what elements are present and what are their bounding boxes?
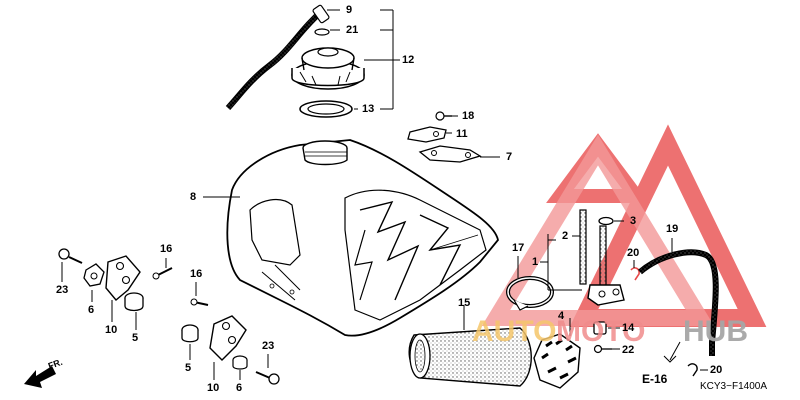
bolt-part-23-left: [58, 248, 83, 264]
screw-part-22: [593, 344, 612, 354]
bolt-part-23-right: [255, 371, 280, 385]
triangle-logo-icon: [481, 124, 767, 327]
o-ring-part-3: [598, 216, 614, 226]
strainer-part-4: [533, 333, 581, 389]
fuel-cock-part-1: [579, 209, 625, 306]
callout-8: 8: [190, 191, 197, 203]
plate-part-11: [407, 126, 447, 143]
diagram-code: KCY3−F1400A: [700, 381, 767, 392]
callout-16-lower: 16: [190, 268, 203, 280]
callout-18: 18: [462, 110, 475, 122]
callout-23-left: 23: [56, 284, 69, 296]
callout-17: 17: [512, 242, 525, 254]
callout-10-right: 10: [207, 382, 220, 394]
watermark-part-3: HUB: [683, 315, 748, 348]
callout-11: 11: [456, 128, 468, 140]
bracket-part-10-right: [209, 315, 247, 361]
callout-3: 3: [630, 215, 637, 227]
bracket-part-10-left: [105, 255, 141, 301]
collar-part-6-right: [232, 355, 248, 370]
rubber-part-5-right: [181, 324, 199, 343]
callout-20-lower: 20: [710, 364, 723, 376]
callout-19: 19: [666, 223, 679, 235]
collar-part-6-left: [83, 263, 105, 287]
callout-6-left: 6: [88, 304, 95, 316]
callout-4: 4: [558, 310, 565, 322]
callout-16-upper: 16: [160, 243, 173, 255]
rubber-part-5-left: [124, 292, 144, 312]
seal-part-21: [314, 28, 330, 36]
callout-6-right: 6: [236, 382, 243, 394]
arrow-front-icon: [24, 366, 56, 388]
callout-14: 14: [622, 322, 635, 334]
callout-12: 12: [402, 54, 415, 66]
callout-5-left: 5: [132, 332, 139, 344]
fuel-tube-part-19: [638, 249, 719, 356]
bolt-part-16-upper: [152, 267, 173, 280]
callout-2: 2: [562, 230, 569, 242]
callout-22: 22: [622, 344, 635, 356]
callout-7: 7: [506, 151, 513, 163]
watermark-part-1: AUTO: [472, 315, 557, 348]
fuel-cap-part-12: [291, 47, 365, 90]
callout-10-left: 10: [105, 324, 118, 336]
callout-23-right: 23: [262, 340, 275, 352]
watermark-part-2: MOTO: [556, 315, 646, 348]
callout-13: 13: [362, 103, 375, 115]
fuel-tank-part-8: [226, 139, 499, 337]
clip-part-20-lower: [687, 363, 698, 377]
callout-1: 1: [532, 256, 539, 268]
band-part-17: [506, 276, 554, 311]
callout-21-top: 21: [346, 24, 359, 36]
callout-9: 9: [346, 4, 353, 16]
callout-15: 15: [458, 297, 471, 309]
pad-part-15: [408, 327, 532, 387]
clip-part-20-upper: [630, 267, 640, 281]
joint-part-14: [593, 321, 607, 335]
bracket-part-7: [418, 145, 482, 163]
callout-5-right: 5: [185, 362, 192, 374]
bolt-part-16-lower: [190, 298, 209, 306]
callout-20-upper: 20: [627, 247, 640, 259]
reference-e16: E-16: [642, 372, 668, 386]
bolt-part-18: [435, 111, 452, 121]
gasket-part-13: [299, 100, 353, 118]
